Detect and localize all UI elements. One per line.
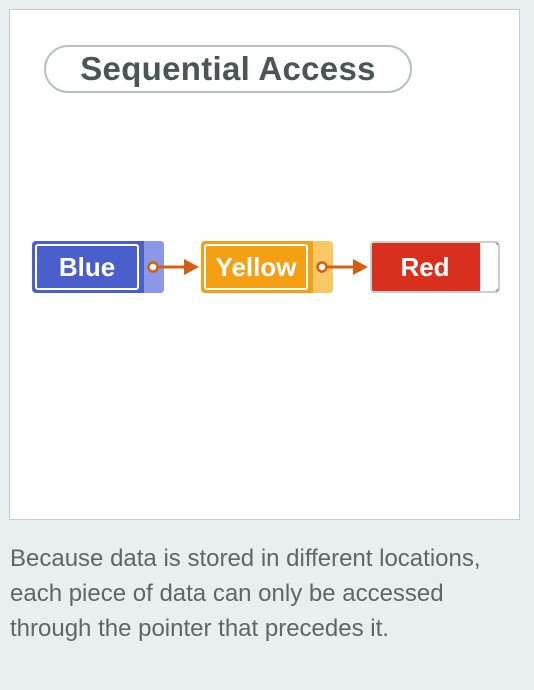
node-label: Yellow	[204, 244, 308, 290]
node-yellow: Yellow	[201, 241, 333, 293]
node-label: Red	[400, 251, 450, 282]
node-label: Blue	[35, 244, 139, 290]
pointer-arrow-1	[147, 259, 199, 275]
pointer-arrows	[147, 259, 368, 275]
diagram-card: Sequential Access Blue Yellow Red	[9, 9, 520, 520]
diagram-caption: Because data is stored in different loca…	[10, 545, 481, 642]
pointer-arrow-2	[316, 259, 368, 275]
pointer-cell	[480, 243, 498, 291]
node-blue: Blue	[32, 241, 164, 293]
node-red: Red	[370, 241, 500, 293]
diagram-title: Sequential Access	[44, 45, 412, 93]
